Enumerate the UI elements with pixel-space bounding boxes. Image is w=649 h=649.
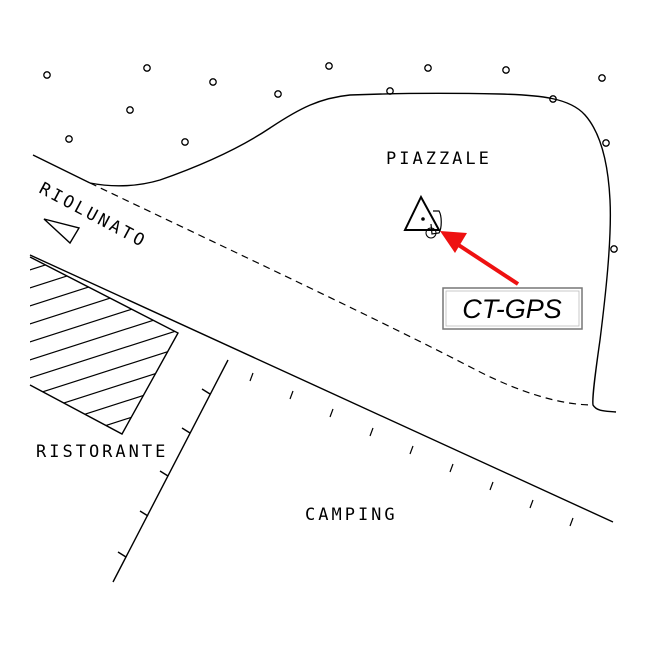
gps-tag[interactable]: CT-GPS	[442, 287, 583, 330]
gps-tag-label: CT-GPS	[462, 294, 562, 324]
tree-icon	[610, 245, 618, 253]
camping-label: CAMPING	[305, 505, 398, 525]
piazzale-boundary	[89, 92, 617, 413]
tree-icon	[325, 62, 333, 70]
triangle-survey-marker-icon	[403, 194, 441, 231]
tree-icon	[502, 66, 510, 74]
tree-icon	[274, 90, 282, 98]
red-arrowhead-icon	[440, 231, 467, 253]
side-road	[112, 359, 229, 583]
road-south-edge	[29, 254, 614, 523]
survey-point-bracket	[430, 210, 442, 235]
tree-icon	[598, 74, 606, 82]
road-edge-dashed	[89, 182, 594, 406]
riolunato-label: RIOLUNATO	[36, 179, 151, 253]
survey-point-dot	[421, 217, 425, 221]
piazzale-label: PIAZZALE	[386, 149, 492, 169]
survey-point-ring	[425, 227, 437, 239]
tree-icon	[209, 78, 217, 86]
tree-icon	[65, 135, 73, 143]
tree-icon	[126, 106, 134, 114]
ristorante-label: RISTORANTE	[36, 442, 168, 462]
tree-icon	[181, 138, 189, 146]
tree-icon	[602, 139, 610, 147]
ristorante-building	[29, 256, 179, 435]
direction-arrowhead-icon	[43, 218, 81, 245]
embankment-ticks	[249, 372, 574, 527]
survey-point-ct-gps[interactable]	[403, 194, 442, 239]
tree-icon	[143, 64, 151, 72]
gps-leader-arrow	[440, 231, 520, 286]
road-north-edge	[32, 154, 91, 184]
tree-icon	[43, 71, 51, 79]
tree-icon	[424, 64, 432, 72]
